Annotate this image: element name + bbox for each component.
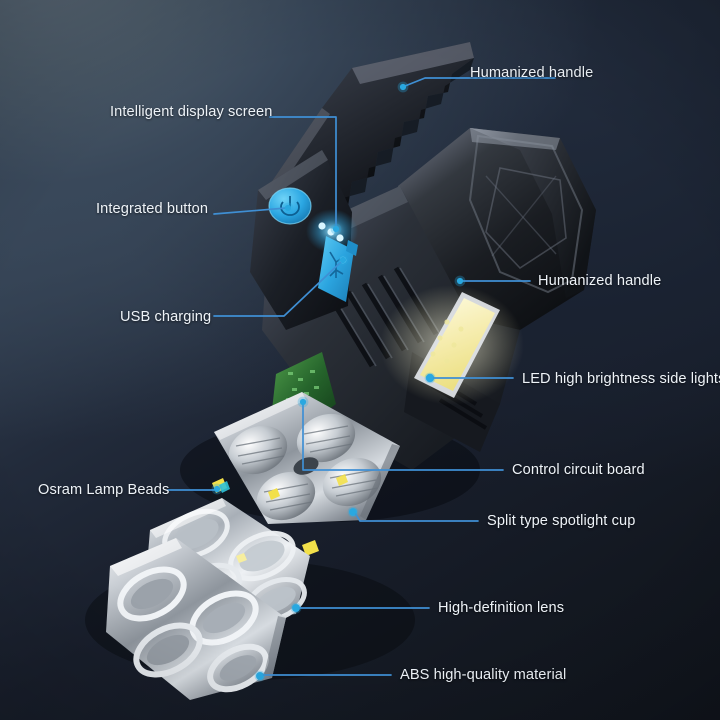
callout-label-split-type-spotlight-cup: Split type spotlight cup xyxy=(487,513,636,529)
leader-line-humanized-handle-top xyxy=(404,77,556,87)
leader-dot-usb-charging xyxy=(339,256,347,264)
leader-line-control-circuit-board xyxy=(302,403,504,471)
leader-line-intelligent-display-screen xyxy=(269,116,337,228)
leader-dot-osram-lamp-beads xyxy=(213,485,221,493)
battery-indicator-leds xyxy=(306,209,358,253)
leader-dot-high-definition-lens xyxy=(292,604,300,612)
leader-line-usb-charging xyxy=(213,261,342,317)
leader-dot-abs-high-quality-material xyxy=(256,672,264,680)
control-panel xyxy=(250,150,358,330)
leader-dot-split-type-spotlight-cup xyxy=(349,508,357,516)
callout-label-humanized-handle-top: Humanized handle xyxy=(470,65,594,81)
leader-dot-humanized-handle-top xyxy=(399,83,407,91)
leader-dot-control-circuit-board xyxy=(299,398,307,406)
callout-label-intelligent-display-screen: Intelligent display screen xyxy=(110,104,273,120)
floating-lamp-beads xyxy=(212,478,319,556)
callout-label-humanized-handle-barrel: Humanized handle xyxy=(538,273,662,289)
leader-dot-intelligent-display-screen xyxy=(332,225,340,233)
leader-line-split-type-spotlight-cup xyxy=(354,512,479,522)
callout-label-integrated-button: Integrated button xyxy=(96,201,209,217)
callout-label-abs-high-quality-material: ABS high-quality material xyxy=(400,667,567,683)
callout-label-control-circuit-board: Control circuit board xyxy=(512,462,645,478)
leader-dot-integrated-button xyxy=(284,204,292,212)
callout-label-led-high-brightness-side-lights: LED high brightness side lights xyxy=(522,371,720,387)
cob-led-panel xyxy=(380,285,524,405)
leader-line-integrated-button xyxy=(213,207,287,215)
abs-housing xyxy=(106,538,286,700)
spotlight-cup xyxy=(214,392,400,524)
callout-label-osram-lamp-beads: Osram Lamp Beads xyxy=(38,482,170,498)
leader-dot-humanized-handle-barrel xyxy=(456,277,464,285)
leader-dot-led-high-brightness-side-lights xyxy=(426,374,434,382)
callout-label-usb-charging: USB charging xyxy=(120,309,212,325)
callout-label-high-definition-lens: High-definition lens xyxy=(438,600,565,616)
